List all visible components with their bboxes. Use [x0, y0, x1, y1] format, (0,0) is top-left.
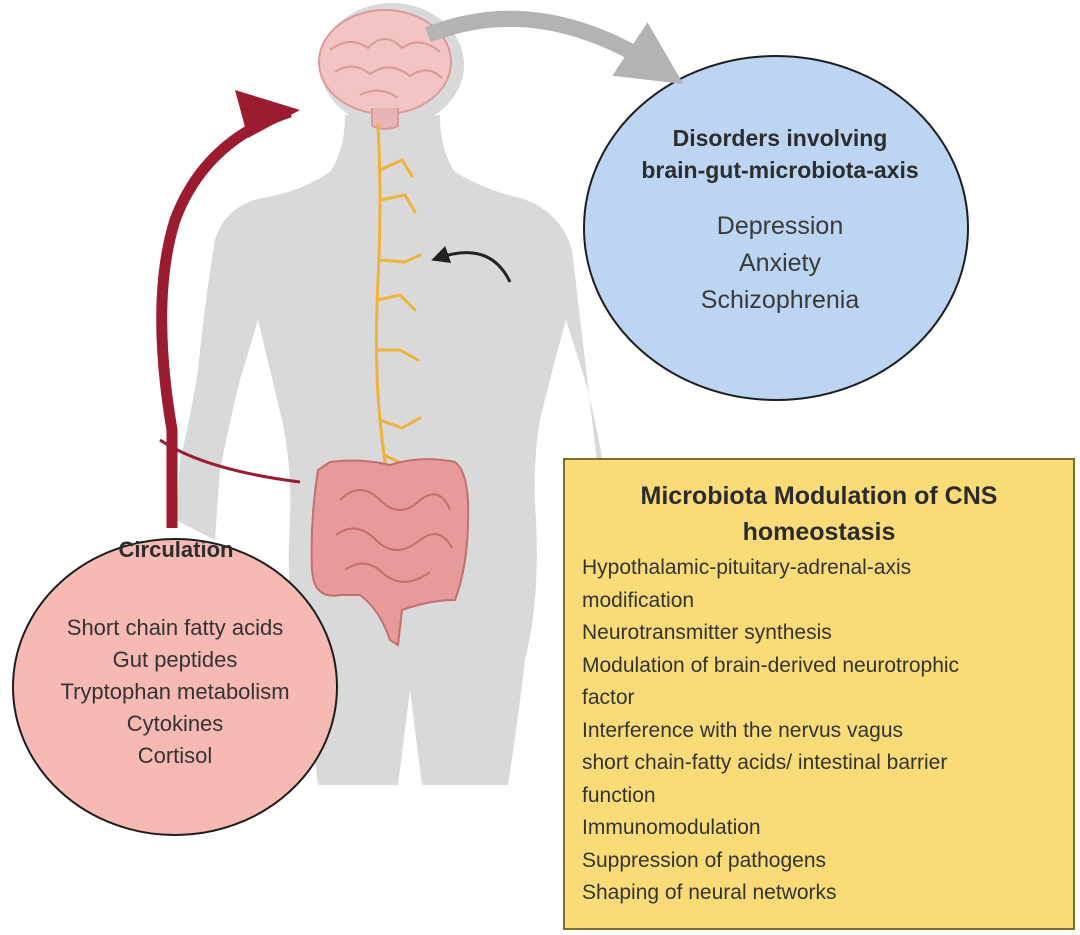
circulation-item: Cytokines	[126, 711, 224, 736]
disorder-item: Schizophrenia	[700, 286, 860, 314]
circulation-item: Short chain fatty acids	[66, 615, 284, 640]
disorders-title-line1: Disorders involving	[672, 125, 888, 151]
cns-item: function	[582, 783, 656, 807]
circulation-arrow-curve	[159, 438, 301, 484]
disorder-item: Depression	[716, 212, 844, 240]
cns-modulation-box: Microbiota Modulation of CNS homeostasis…	[563, 458, 1075, 930]
vagus-nerve	[374, 123, 422, 502]
disorder-item: Anxiety	[739, 249, 821, 277]
disorders-to-body-arrow	[431, 245, 512, 283]
cns-item: Neurotransmitter synthesis	[582, 621, 832, 644]
cns-item: factor	[582, 686, 635, 709]
cns-title-line1: Microbiota Modulation of CNS	[640, 482, 998, 510]
cns-modulation-title: Microbiota Modulation of CNS homeostasis	[565, 478, 1073, 550]
intestine-illustration	[310, 458, 470, 647]
circulation-arrowhead	[235, 90, 300, 138]
disorders-list: Depression Anxiety Schizophrenia	[600, 208, 960, 319]
circulation-arrow	[156, 106, 292, 528]
circulation-item: Gut peptides	[112, 647, 238, 672]
cns-item: Immunomodulation	[582, 816, 761, 839]
circulation-title: Circulation	[118, 537, 234, 562]
disorders-title: Disorders involving brain-gut-microbiota…	[600, 122, 960, 186]
disorders-bubble	[583, 55, 969, 401]
cns-item: Suppression of pathogens	[582, 848, 827, 872]
cns-item: Interference with the nervus vagus	[582, 718, 904, 742]
cns-modulation-list: Hypothalamic-pituitary-adrenal-axis modi…	[582, 552, 1062, 910]
brain-to-disorders-arrow	[425, 10, 684, 85]
circulation-list: Short chain fatty acids Gut peptides Try…	[30, 612, 320, 772]
circulation-item: Cortisol	[137, 743, 213, 768]
circulation-item: Tryptophan metabolism	[60, 679, 290, 704]
cns-item: short chain-fatty acids/ intestinal barr…	[582, 751, 948, 774]
cns-item: Shaping of neural networks	[582, 881, 837, 904]
disorders-title-line2: brain-gut-microbiota-axis	[641, 157, 919, 183]
cns-title-line2: homeostasis	[742, 518, 896, 546]
cns-item: Hypothalamic-pituitary-adrenal-axis	[582, 556, 912, 579]
cns-item: Modulation of brain-derived neurotrophic	[582, 653, 960, 677]
cns-item: modification	[582, 588, 695, 612]
circulation-bubble	[12, 538, 338, 836]
